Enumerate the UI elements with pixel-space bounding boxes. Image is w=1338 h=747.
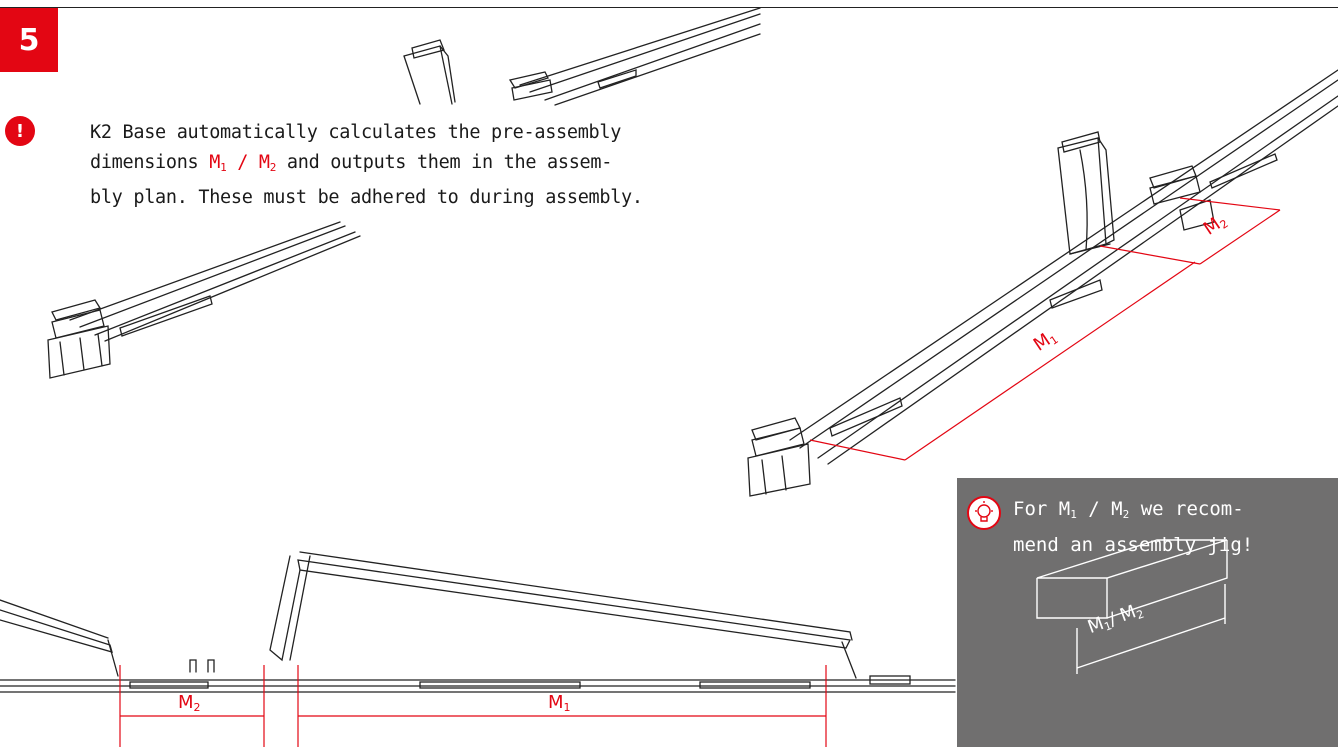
post-right (1057, 131, 1115, 255)
notice-line-2: dimensions M1 / M2 and outputs them in t… (90, 148, 710, 183)
side-view (0, 551, 956, 693)
rail-left (47, 221, 361, 379)
rail-top-center (508, 7, 761, 106)
exclamation-icon: ! (5, 116, 35, 146)
notice-line-2-post: and outputs them in the assem- (276, 152, 613, 173)
tip-line-1: For M1 / M2 we recom- (1013, 498, 1244, 521)
notice-line-3: bly plan. These must be adhered to durin… (90, 187, 643, 208)
step-number: 5 (18, 22, 40, 58)
notice-text: K2 Base automatically calculates the pre… (90, 118, 710, 213)
notice-line-2-pre: dimensions (90, 152, 210, 173)
dim-label-m1-side: M1 (548, 692, 571, 714)
dim-label-m2-side: M2 (178, 692, 201, 714)
notice-dim-m1: M1 / M2 (209, 152, 277, 174)
step-number-badge: 5 (0, 8, 58, 72)
notice-line-1: K2 Base automatically calculates the pre… (90, 122, 622, 143)
assembly-jig-drawing (1036, 539, 1228, 674)
top-rule (0, 7, 1338, 8)
lightbulb-icon (967, 496, 1001, 530)
post-top-center (403, 39, 456, 105)
rail-right (747, 69, 1338, 497)
tip-box: For M1 / M2 we recom- mend an assembly j… (957, 478, 1338, 747)
dimension-lines (119, 197, 1281, 747)
